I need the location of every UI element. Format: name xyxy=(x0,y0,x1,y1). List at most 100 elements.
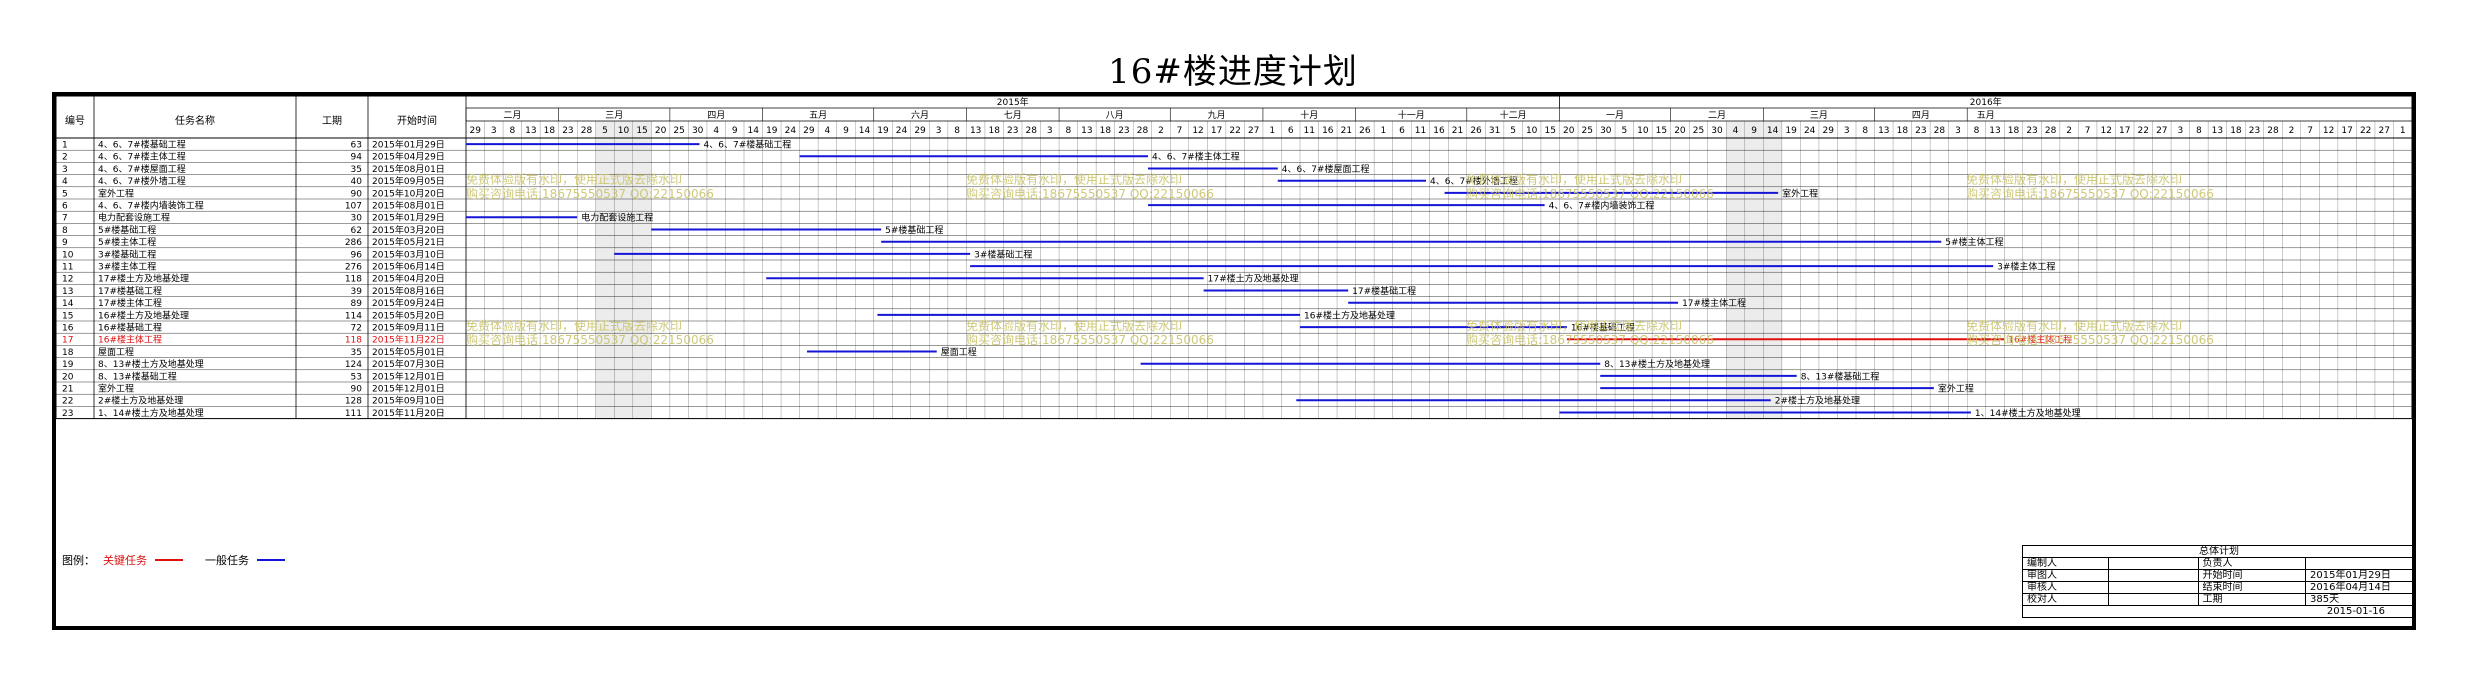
footer-value: 2015年01月29日 xyxy=(2305,569,2416,582)
day-label: 3 xyxy=(1955,126,1961,136)
task-name: 16#楼土方及地基处理 xyxy=(98,309,189,321)
legend-critical-label: 关键任务 xyxy=(103,554,147,567)
footer-label: 校对人 xyxy=(2022,593,2109,606)
task-start: 2015年12月01日 xyxy=(372,383,445,395)
task-bar-label: 电力配套设施工程 xyxy=(581,212,653,224)
task-duration: 72 xyxy=(351,324,362,334)
day-label: 22 xyxy=(2138,126,2149,136)
task-name: 屋面工程 xyxy=(98,347,134,358)
day-label: 14 xyxy=(859,126,871,136)
day-label: 27 xyxy=(1248,126,1259,136)
footer-value xyxy=(2305,557,2416,570)
watermark-text: 免费体验版有水印，使用正式版去除水印 xyxy=(966,318,1182,333)
task-name: 2#楼土方及地基处理 xyxy=(98,395,183,407)
day-label: 14 xyxy=(748,126,760,136)
task-id: 17 xyxy=(62,336,73,346)
day-label: 4 xyxy=(825,126,831,136)
day-label: 13 xyxy=(1081,126,1092,136)
month-label: 十二月 xyxy=(1500,109,1527,121)
task-bar-label: 16#楼土方及地基处理 xyxy=(1304,309,1395,321)
day-label: 25 xyxy=(673,126,684,136)
task-duration: 39 xyxy=(351,287,363,297)
watermark-text: 免费体验版有水印，使用正式版去除水印 xyxy=(1966,318,2182,333)
day-label: 18 xyxy=(1100,126,1112,136)
month-label: 八月 xyxy=(1106,110,1124,121)
day-label: 10 xyxy=(1526,126,1538,136)
day-label: 30 xyxy=(1711,126,1723,136)
day-label: 13 xyxy=(2212,126,2223,136)
day-label: 8 xyxy=(1065,126,1071,136)
day-label: 12 xyxy=(2323,126,2334,136)
task-bar-label: 4、6、7#楼基础工程 xyxy=(704,139,792,151)
task-id: 2 xyxy=(62,153,68,163)
task-bar-label: 5#楼主体工程 xyxy=(1945,236,2003,248)
task-start: 2015年11月22日 xyxy=(372,334,445,346)
day-label: 19 xyxy=(877,126,889,136)
day-label: 17 xyxy=(2341,126,2352,136)
day-label: 27 xyxy=(2378,126,2389,136)
column-header-duration: 工期 xyxy=(322,115,342,127)
day-label: 28 xyxy=(1026,126,1038,136)
day-label: 19 xyxy=(766,126,778,136)
watermark-text: 免费体验版有水印，使用正式版去除水印 xyxy=(1966,172,2182,187)
footer-value xyxy=(2107,593,2199,606)
day-label: 2 xyxy=(2066,126,2072,136)
shaded-period xyxy=(595,121,652,419)
day-label: 10 xyxy=(1637,126,1649,136)
legend-label: 图例： xyxy=(62,554,95,567)
task-id: 1 xyxy=(62,141,68,151)
task-duration: 96 xyxy=(351,250,363,260)
day-label: 21 xyxy=(1452,126,1463,136)
day-label: 18 xyxy=(988,126,1000,136)
day-label: 7 xyxy=(2085,126,2091,136)
month-label: 五月 xyxy=(1977,110,1995,121)
day-label: 3 xyxy=(1844,126,1850,136)
footer-value: 385天 xyxy=(2305,593,2416,606)
task-duration: 118 xyxy=(345,275,362,285)
task-id: 15 xyxy=(62,311,73,321)
task-start: 2015年05月01日 xyxy=(372,346,445,358)
day-label: 29 xyxy=(803,126,815,136)
month-label: 二月 xyxy=(1708,110,1726,121)
day-label: 7 xyxy=(2307,126,2313,136)
task-duration: 90 xyxy=(351,385,363,395)
day-label: 8 xyxy=(1974,126,1980,136)
day-label: 28 xyxy=(1934,126,1946,136)
day-label: 13 xyxy=(970,126,981,136)
day-label: 24 xyxy=(1804,126,1816,136)
day-label: 8 xyxy=(509,126,515,136)
watermark-text: 购买咨询电话:18675550537 QQ:22150066 xyxy=(466,332,714,347)
watermark-text: 购买咨询电话:18675550537 QQ:22150066 xyxy=(1466,332,1714,347)
watermark-text: 购买咨询电话:18675550537 QQ:22150066 xyxy=(1966,186,2214,201)
month-label: 一月 xyxy=(1606,110,1624,121)
task-start: 2015年08月01日 xyxy=(372,200,445,212)
task-start: 2015年01月29日 xyxy=(372,139,445,151)
task-bar-label: 17#楼基础工程 xyxy=(1352,285,1416,297)
day-label: 5 xyxy=(602,126,608,136)
day-label: 25 xyxy=(1693,126,1704,136)
month-label: 四月 xyxy=(707,110,725,121)
task-duration: 40 xyxy=(351,177,363,187)
footer-label: 工期 xyxy=(2197,593,2307,606)
day-label: 13 xyxy=(1989,126,2000,136)
day-label: 7 xyxy=(1177,126,1183,136)
day-label: 1 xyxy=(1269,126,1275,136)
task-id: 12 xyxy=(62,275,73,285)
day-label: 23 xyxy=(1118,126,1129,136)
watermark-text: 购买咨询电话:18675550537 QQ:22150066 xyxy=(1966,332,2214,347)
day-label: 8 xyxy=(2196,126,2202,136)
footer-label: 结束时间 xyxy=(2197,581,2307,594)
task-name: 16#楼主体工程 xyxy=(98,334,162,346)
year-label: 2016年 xyxy=(1970,96,2002,108)
task-start: 2015年08月01日 xyxy=(372,163,445,175)
day-label: 26 xyxy=(1359,126,1371,136)
watermark-text: 免费体验版有水印，使用正式版去除水印 xyxy=(966,172,1182,187)
task-start: 2015年12月01日 xyxy=(372,370,445,382)
watermark-text: 购买咨询电话:18675550537 QQ:22150066 xyxy=(466,186,714,201)
day-label: 25 xyxy=(1582,126,1593,136)
task-name: 电力配套设施工程 xyxy=(98,212,170,224)
footer-info-table: 总体计划 编制人 负责人 审图人 开始时间 2015年01月29日 审核人 结束… xyxy=(2022,545,2416,630)
task-bar-label: 17#楼土方及地基处理 xyxy=(1208,273,1299,285)
task-duration: 63 xyxy=(351,141,362,151)
